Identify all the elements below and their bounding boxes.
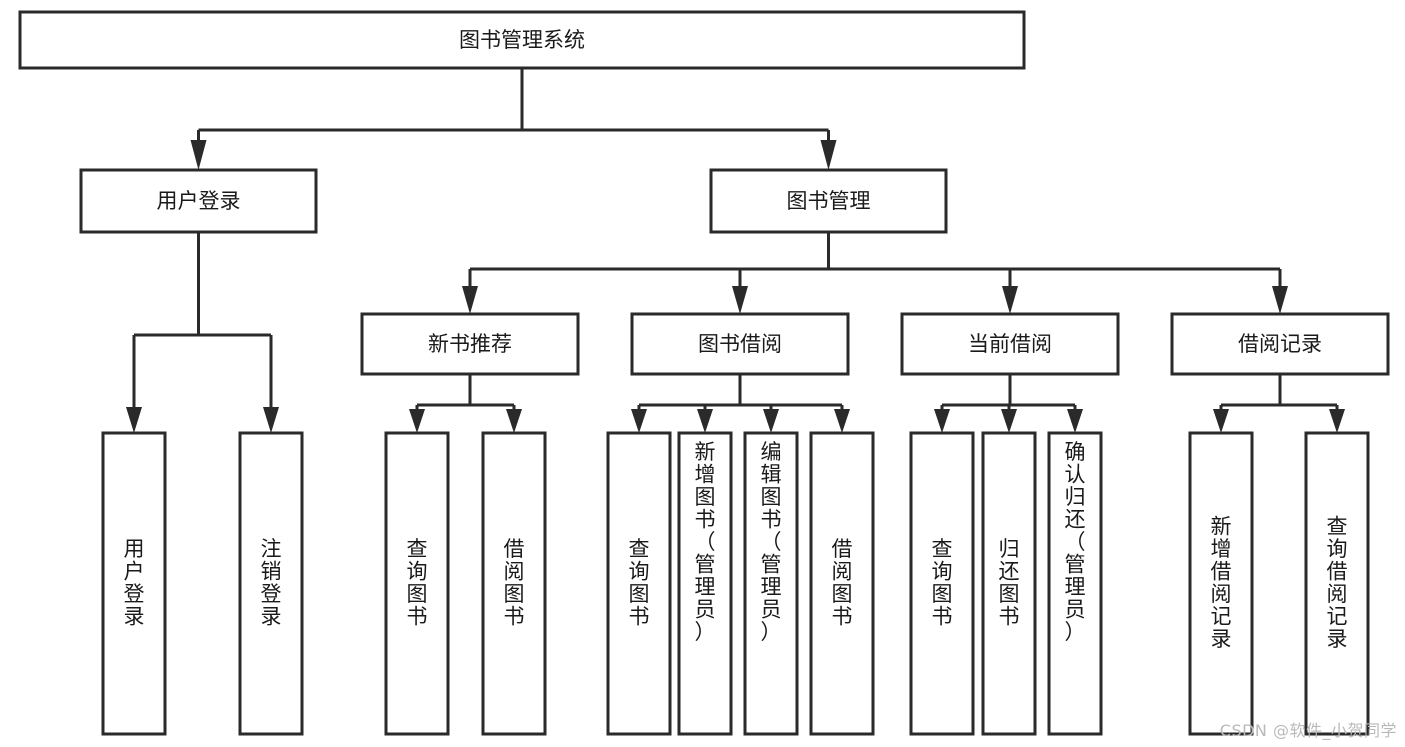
arrow-head-icon-new-book-recommend [462,286,478,314]
node-leaf-query-book-borrow[interactable]: 查询图书 [606,431,672,736]
node-label-leaf-edit-book: 编辑图书（管理员） [761,440,782,644]
arrow-head-icon-leaf-borrow-book-recommend [506,409,522,433]
node-leaf-logout[interactable]: 注销登录 [238,431,304,736]
arrow-head-icon-leaf-user-login [126,407,142,433]
arrow-head-icon-leaf-query-borrow-record [1329,409,1345,433]
node-label-leaf-add-borrow-record: 新增借阅记录 [1211,515,1232,652]
node-box-leaf-query-book-borrow [606,431,672,736]
node-label-book-borrow: 图书借阅 [698,332,782,356]
node-leaf-confirm-return[interactable]: 确认归还（管理员） [1047,431,1103,736]
node-box-leaf-query-borrow-record [1304,431,1370,736]
arrow-head-icon-user-login [190,140,207,170]
node-box-book-borrow [630,312,850,376]
node-book-management[interactable]: 图书管理 [709,168,948,234]
arrow-head-icon-book-borrow [732,286,748,314]
node-current-borrow[interactable]: 当前借阅 [900,312,1120,376]
node-label-leaf-add-book: 新增图书（管理员） [695,440,716,644]
arrow-head-icon-book-management [820,140,837,170]
node-leaf-add-borrow-record[interactable]: 新增借阅记录 [1188,431,1254,736]
node-label-leaf-borrow-book-recommend: 借阅图书 [504,537,525,629]
node-new-book-recommend[interactable]: 新书推荐 [360,312,580,376]
arrow-head-icon-leaf-query-book-current [934,409,950,433]
node-label-leaf-return-book: 归还图书 [999,537,1020,629]
node-label-new-book-recommend: 新书推荐 [428,332,512,356]
node-label-user-login: 用户登录 [157,189,241,213]
node-label-leaf-logout: 注销登录 [261,537,282,629]
node-leaf-borrow-book[interactable]: 借阅图书 [809,431,875,736]
node-user-login[interactable]: 用户登录 [79,168,318,234]
arrow-head-icon-leaf-edit-book [763,409,779,433]
node-box-leaf-edit-book [743,431,799,736]
node-label-current-borrow: 当前借阅 [968,332,1052,356]
node-label-leaf-query-book-current: 查询图书 [932,537,953,629]
node-box-user-login [79,168,318,234]
node-leaf-borrow-book-recommend[interactable]: 借阅图书 [481,431,547,736]
node-box-leaf-add-book [677,431,733,736]
node-box-leaf-return-book [981,431,1037,736]
node-leaf-query-book-recommend[interactable]: 查询图书 [384,431,450,736]
node-label-leaf-query-book-recommend: 查询图书 [407,537,428,629]
node-layer: 图书管理系统用户登录图书管理新书推荐图书借阅当前借阅借阅记录用户登录注销登录查询… [18,10,1390,736]
arrow-head-icon-leaf-borrow-book [834,409,850,433]
node-label-leaf-query-borrow-record: 查询借阅记录 [1327,515,1348,652]
node-label-leaf-borrow-book: 借阅图书 [832,537,853,629]
node-box-leaf-confirm-return [1047,431,1103,736]
node-book-borrow[interactable]: 图书借阅 [630,312,850,376]
arrow-head-icon-borrow-record [1272,286,1288,314]
arrow-head-icon-current-borrow [1002,286,1018,314]
node-label-book-management: 图书管理 [787,189,871,213]
node-box-leaf-query-book-recommend [384,431,450,736]
arrow-head-icon-leaf-add-book [697,409,713,433]
arrow-head-icon-leaf-query-book-recommend [409,409,425,433]
node-box-leaf-add-borrow-record [1188,431,1254,736]
arrow-head-icon-leaf-logout [263,407,279,433]
node-box-leaf-borrow-book-recommend [481,431,547,736]
node-label-root: 图书管理系统 [459,28,585,52]
node-root[interactable]: 图书管理系统 [18,10,1026,70]
node-leaf-user-login[interactable]: 用户登录 [101,431,167,736]
node-leaf-add-book[interactable]: 新增图书（管理员） [677,431,733,736]
node-box-current-borrow [900,312,1120,376]
node-box-borrow-record [1170,312,1390,376]
node-leaf-edit-book[interactable]: 编辑图书（管理员） [743,431,799,736]
arrow-head-icon-leaf-return-book [1001,409,1017,433]
node-label-leaf-query-book-borrow: 查询图书 [629,537,650,629]
node-box-leaf-user-login [101,431,167,736]
node-label-borrow-record: 借阅记录 [1238,332,1322,356]
node-leaf-query-book-current[interactable]: 查询图书 [909,431,975,736]
node-box-new-book-recommend [360,312,580,376]
node-box-leaf-borrow-book [809,431,875,736]
arrow-head-icon-leaf-query-book-borrow [631,409,647,433]
node-box-book-management [709,168,948,234]
connector-layer [126,68,1345,433]
node-box-leaf-logout [238,431,304,736]
node-box-leaf-query-book-current [909,431,975,736]
node-box-root [18,10,1026,70]
arrow-head-icon-leaf-confirm-return [1067,409,1083,433]
arrow-head-icon-leaf-add-borrow-record [1213,409,1229,433]
node-leaf-query-borrow-record[interactable]: 查询借阅记录 [1304,431,1370,736]
node-label-leaf-confirm-return: 确认归还（管理员） [1065,440,1086,644]
node-borrow-record[interactable]: 借阅记录 [1170,312,1390,376]
csdn-watermark: CSDN @软件_小贺同学 [1219,721,1397,740]
node-leaf-return-book[interactable]: 归还图书 [981,431,1037,736]
node-label-leaf-user-login: 用户登录 [124,537,145,629]
